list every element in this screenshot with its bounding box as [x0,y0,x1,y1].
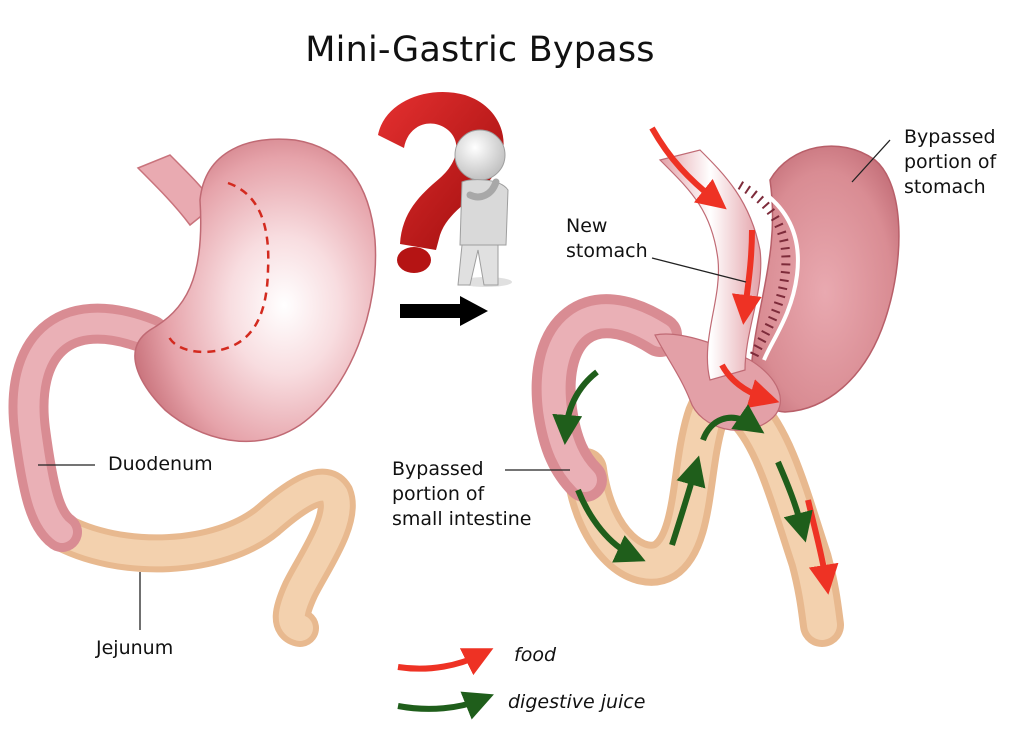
bypassed-intestine-label-line: small intestine [392,508,532,530]
bypassed-stomach-label-line: Bypassed [904,126,996,148]
duodenum-label: Duodenum [108,453,213,475]
normal-stomach-illustration [8,138,377,647]
diagram-title: Mini-Gastric Bypass [305,30,655,70]
juice-arrow [700,404,765,442]
legend [397,648,494,720]
juice-arrow [575,488,646,563]
legend-juice-arrow [397,691,494,720]
cut-line [166,181,270,354]
bypassed-stomach [750,145,900,413]
food-arrow [805,499,839,595]
stomach-body [134,138,377,443]
legend-food-label: food [514,644,556,666]
bypass-illustration [505,126,900,647]
new-stomach-label-line: New [566,215,608,237]
food-arrow [731,229,762,325]
food-arrow [649,126,727,210]
legend-food-arrow [397,648,494,676]
bypassed-intestine-label: Bypassed portion of small intestine [392,457,531,532]
thinking-figure-icon [454,129,512,287]
jejunum-label: Jejunum [96,637,174,659]
legend-juice-label: digestive juice [508,691,646,713]
new-stomach-label-line: stomach [566,240,648,262]
food-arrow [719,363,780,409]
right-arrow-icon [400,296,488,326]
bypassed-stomach-label: Bypassed portion of stomach [904,125,996,200]
juice-arrow [552,369,599,445]
bypassed-intestine-label-line: Bypassed [392,458,484,480]
staple-line [737,181,791,362]
juice-arrow [669,455,706,546]
new-stomach-label: New stomach [566,214,648,264]
juice-arrow [775,460,813,543]
bypassed-stomach-label-line: portion of [904,151,997,173]
bypassed-intestine-label-line: portion of [392,483,485,505]
bypassed-stomach-label-line: stomach [904,176,986,198]
